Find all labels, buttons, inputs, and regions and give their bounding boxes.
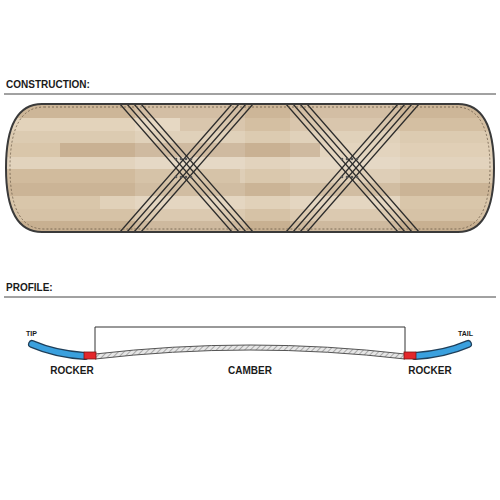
section-rule xyxy=(4,297,496,298)
binding-zone xyxy=(135,104,245,232)
section-rule xyxy=(4,94,496,95)
stringer-line xyxy=(127,104,239,232)
wood-strip xyxy=(0,104,500,118)
stringer-line xyxy=(134,104,246,232)
profile-zone-label: CAMBER xyxy=(228,366,272,376)
stringer-line xyxy=(300,104,412,232)
board-profile xyxy=(32,327,468,359)
insert-dot xyxy=(351,158,354,161)
wood-base xyxy=(0,100,500,240)
insert-dot xyxy=(175,176,178,179)
tail-rocker-outline xyxy=(415,344,468,356)
wood-strip xyxy=(0,183,500,196)
insert-dot xyxy=(185,176,188,179)
insert-dot xyxy=(190,158,193,161)
insert-dot xyxy=(185,158,188,161)
profile-zone-label: ROCKER xyxy=(50,366,93,376)
wood-strip xyxy=(0,131,500,143)
tip-rocker-outline xyxy=(32,344,85,356)
stringer-line xyxy=(300,104,412,232)
section-heading: CONSTRUCTION: xyxy=(6,80,90,90)
transition-marker xyxy=(84,352,96,359)
binding-inserts xyxy=(175,158,359,179)
stringer-line xyxy=(286,104,398,232)
tip-rocker xyxy=(32,344,85,356)
insert-dot xyxy=(341,158,344,161)
wood-core xyxy=(0,100,500,240)
board-outline xyxy=(6,104,494,232)
tail-rocker xyxy=(415,344,468,356)
transition-marker xyxy=(404,352,416,359)
end-label: TAIL xyxy=(458,330,473,337)
wood-strip xyxy=(0,157,500,169)
carbon-stringers xyxy=(120,104,419,232)
insert-dot xyxy=(351,176,354,179)
board-edge xyxy=(10,107,490,229)
insert-dot xyxy=(346,158,349,161)
stringer-line xyxy=(120,104,232,232)
stringer-line xyxy=(134,104,246,232)
stringer-line xyxy=(141,104,253,232)
insert-dot xyxy=(356,176,359,179)
insert-dot xyxy=(356,158,359,161)
insert-dot xyxy=(341,176,344,179)
insert-dot xyxy=(190,176,193,179)
insert-dot xyxy=(175,158,178,161)
camber-section xyxy=(95,345,405,359)
profile-zone-label: ROCKER xyxy=(408,366,451,376)
stringer-line xyxy=(293,104,405,232)
insert-dot xyxy=(346,176,349,179)
end-label: TIP xyxy=(26,330,37,337)
stringer-line xyxy=(127,104,239,232)
stringer-line xyxy=(307,104,419,232)
insert-dot xyxy=(180,176,183,179)
stringer-line xyxy=(120,104,232,232)
stringer-line xyxy=(141,104,253,232)
binding-zone xyxy=(290,104,400,232)
insert-dot xyxy=(180,158,183,161)
stringer-line xyxy=(293,104,405,232)
section-heading: PROFILE: xyxy=(6,283,53,293)
stringer-line xyxy=(307,104,419,232)
stringer-line xyxy=(286,104,398,232)
wood-strip xyxy=(0,209,500,221)
